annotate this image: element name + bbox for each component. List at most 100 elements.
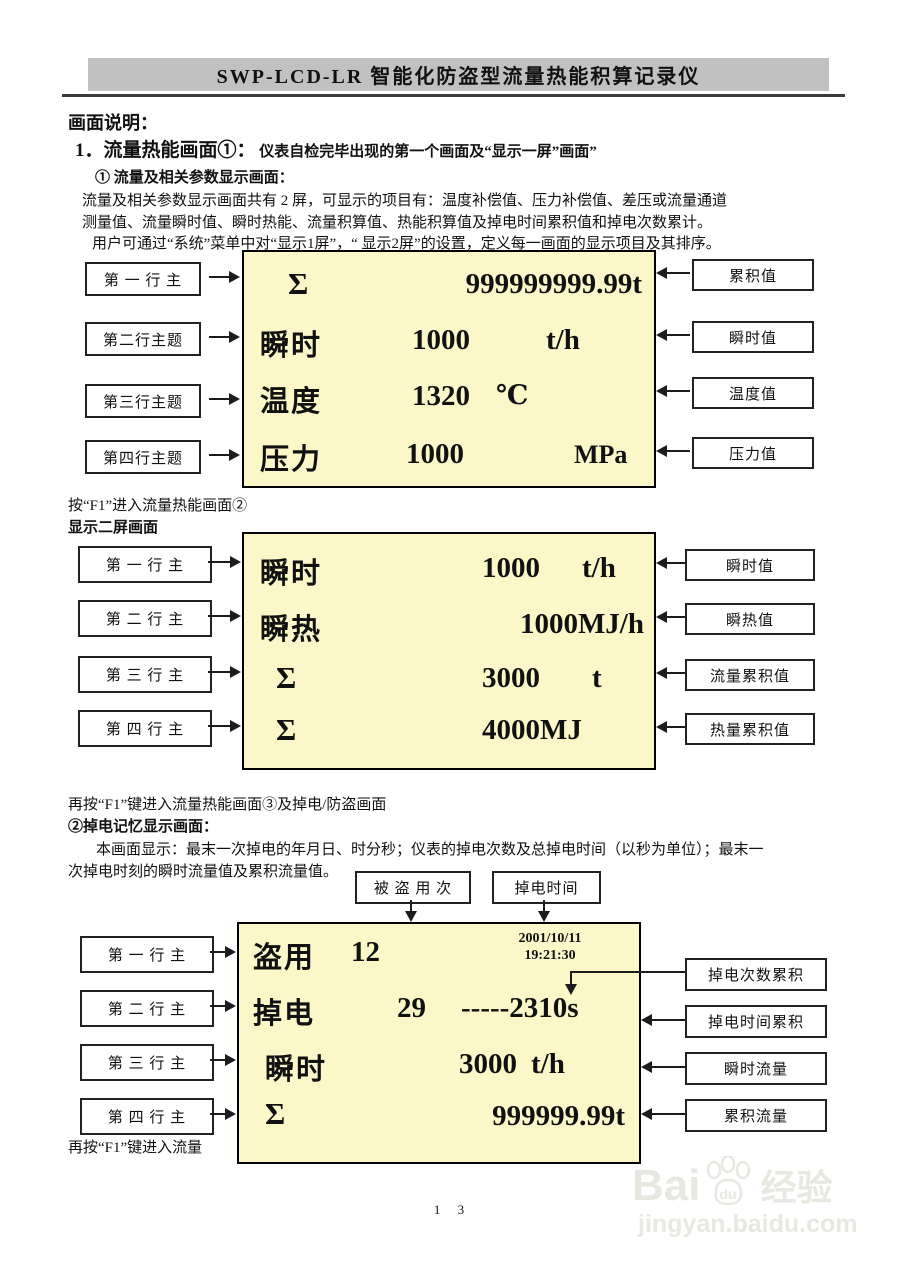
lcd2-row3-unit: t (592, 662, 602, 694)
d1-right-label-1: 累积值 (692, 259, 814, 291)
connector-line (209, 276, 231, 278)
arrow-right-icon (230, 666, 241, 678)
connector-line (651, 1113, 685, 1115)
lcd-screen-2: 瞬时 1000 t/h 瞬热 1000MJ/h Σ 3000 t Σ 4000M… (242, 532, 656, 770)
connector-line (209, 398, 231, 400)
f1-note-3: 再按“F1”键进入流量 (68, 1140, 203, 1156)
arrow-down-icon (405, 911, 417, 922)
lcd3-row2-label: 掉电 (253, 998, 316, 1030)
lcd2-row1-label: 瞬时 (260, 558, 323, 590)
d3-right-label-1: 掉电次数累积 (685, 958, 827, 991)
arrow-left-icon (656, 445, 667, 457)
d2-left-label-2: 第 二 行 主 (78, 600, 212, 637)
connector-line (666, 334, 690, 336)
d3-right-label-2: 掉电时间累积 (685, 1005, 827, 1038)
watermark-brand-cn: 经验 (760, 1167, 833, 1208)
d3-left-label-1: 第 一 行 主 (80, 936, 214, 973)
lcd3-row2-value: 29 (397, 992, 426, 1024)
d2-left-label-1: 第 一 行 主 (78, 546, 212, 583)
connector-line (666, 562, 685, 564)
lcd1-row4-unit: MPa (574, 440, 628, 469)
arrow-left-icon (656, 557, 667, 569)
lcd3-time: 19:21:30 (524, 948, 576, 963)
arrow-down-icon (565, 984, 577, 995)
lcd3-date: 2001/10/11 (518, 931, 582, 946)
lcd-screen-3: 盗用 12 掉电 29 -----2310s 瞬时 3000 t/h Σ 999… (237, 922, 641, 1164)
d1-left-label-3: 第三行主题 (85, 384, 201, 418)
lcd2-row3-label: Σ (276, 660, 297, 695)
watermark-url: jingyan.baidu.com (638, 1210, 858, 1238)
para1-line2: 测量值、流量瞬时值、瞬时热能、流量积算值、热能积算值及掉电时间累积值和掉电次数累… (82, 215, 713, 231)
header-rule (62, 94, 845, 97)
d3-top-label-2: 掉电时间 (492, 871, 601, 904)
arrow-left-icon (656, 667, 667, 679)
connector-line (210, 951, 227, 953)
d3-right-label-4: 累积流量 (685, 1099, 827, 1132)
lcd3-row3-value: 3000 (459, 1048, 517, 1080)
lcd1-row2-unit: t/h (546, 324, 580, 356)
page-header: SWP-LCD-LR 智能化防盗型流量热能积算记录仪 (88, 58, 829, 91)
connector-line (651, 1019, 685, 1021)
lcd2-row3-value: 3000 (482, 662, 540, 694)
connector-line (666, 272, 690, 274)
screen2-heading: 显示二屏画面 (68, 520, 159, 536)
page-title: SWP-LCD-LR 智能化防盗型流量热能积算记录仪 (216, 66, 701, 88)
arrow-right-icon (229, 393, 240, 405)
d3-left-label-3: 第 三 行 主 (80, 1044, 214, 1081)
para1-line1: 流量及相关参数显示画面共有 2 屏，可显示的项目有：温度补偿值、压力补偿值、差压… (82, 193, 728, 209)
item1-number: 1． (75, 140, 104, 161)
lcd1-row4-value: 1000 (406, 438, 464, 470)
arrow-left-icon (641, 1061, 652, 1073)
lcd1-row1-label: Σ (288, 266, 309, 301)
d1-right-label-3: 温度值 (692, 377, 814, 409)
lcd3-row3-label: 瞬时 (265, 1054, 328, 1086)
lcd3-row1-label: 盗用 (253, 942, 316, 974)
connector-line (666, 672, 685, 674)
arrow-left-icon (656, 385, 667, 397)
lcd2-row2-label: 瞬热 (260, 614, 323, 646)
d1-right-label-4: 压力值 (692, 437, 814, 469)
d3-top-label-1: 被 盗 用 次 (355, 871, 471, 904)
paw-icon: du (702, 1154, 754, 1208)
item1-title: 流量热能画面①： (103, 140, 256, 161)
para2-line1: 本画面显示：最末一次掉电的年月日、时分秒；仪表的掉电次数及总掉电时间（以秒为单位… (96, 842, 764, 858)
connector-line (208, 671, 232, 673)
d1-left-label-1: 第 一 行 主 (85, 262, 201, 296)
lcd1-row2-value: 1000 (412, 324, 470, 356)
lcd1-row1-value: 999999999.99t (465, 268, 642, 300)
arrow-right-icon (229, 271, 240, 283)
connector-line (570, 971, 572, 984)
d3-left-label-2: 第 二 行 主 (80, 990, 214, 1027)
sub1-heading: ① 流量及相关参数显示画面： (95, 170, 294, 186)
connector-line (666, 450, 690, 452)
d2-right-label-2: 瞬热值 (685, 603, 815, 635)
connector-line (208, 615, 232, 617)
d1-right-label-2: 瞬时值 (692, 321, 814, 353)
lcd1-row4-label: 压力 (260, 444, 323, 476)
connector-line (210, 1005, 227, 1007)
para1-line3: 用户可通过“系统”菜单中对“显示1屏”，“ 显示2屏”的设置，定义每一画面的显示… (92, 236, 721, 252)
arrow-left-icon (641, 1108, 652, 1120)
f1-note-1: 按“F1”进入流量热能画面② (68, 498, 248, 514)
arrow-left-icon (656, 267, 667, 279)
item1-line: 1．流量热能画面①： 仪表自检完毕出现的第一个画面及“显示一屏”画面” (75, 135, 597, 162)
d2-right-label-1: 瞬时值 (685, 549, 815, 581)
connector-line (210, 1113, 227, 1115)
lcd3-datetime: 2001/10/11 19:21:30 (495, 930, 605, 964)
section-heading: 画面说明： (68, 113, 158, 133)
arrow-right-icon (229, 331, 240, 343)
arrow-left-icon (656, 721, 667, 733)
f1-note-2: 再按“F1”键进入流量热能画面③及掉电/防盗画面 (68, 797, 387, 813)
connector-line (666, 616, 685, 618)
lcd2-row2-value: 1000MJ/h (519, 608, 644, 640)
watermark-paw-text: du (720, 1186, 737, 1202)
arrow-left-icon (656, 329, 667, 341)
connector-line (666, 390, 690, 392)
para2-line2: 次掉电时刻的瞬时流量值及累积流量值。 (68, 864, 339, 880)
baidu-watermark: Bai du 经验 jingyan.baidu.com (632, 1154, 904, 1239)
lcd3-row2-value2: -----2310s (461, 992, 579, 1024)
arrow-right-icon (225, 1000, 236, 1012)
connector-line (208, 725, 232, 727)
connector-line (410, 900, 412, 911)
